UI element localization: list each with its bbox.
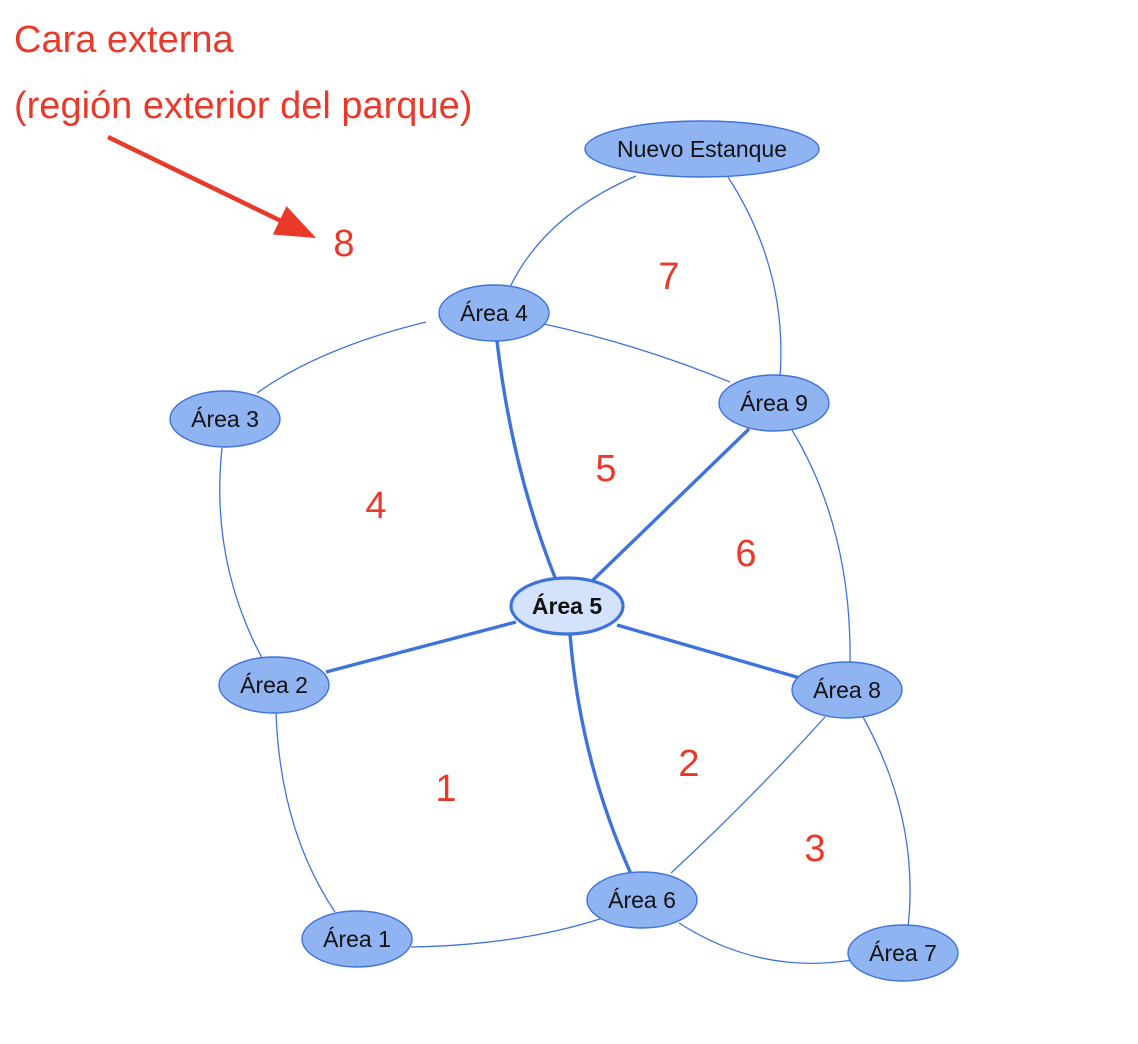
edge-area-4-area-9 [543,323,731,383]
edge-area-3-area-2 [219,447,263,659]
face-label-7: 7 [658,256,679,298]
edge-nuevo-estanque-area-9 [727,176,782,378]
edge-area-9-area-5 [591,427,751,582]
edge-area-9-area-8 [791,429,851,664]
edge-area-4-area-5 [495,340,558,581]
annotation-outer-face-subtitle: (región exterior del parque) [14,85,473,127]
edges-layer [219,175,911,965]
node-area-1[interactable]: Área 1 [301,910,413,968]
face-label-5: 5 [595,448,616,490]
node-area-2[interactable]: Área 2 [218,656,330,714]
node-label-area-7: Área 7 [869,940,937,966]
node-label-area-6: Área 6 [608,887,676,913]
annotation-outer-face-title: Cara externa [14,19,234,61]
node-label-area-4: Área 4 [460,300,528,326]
node-area-3[interactable]: Área 3 [169,390,281,448]
node-label-nuevo-estanque: Nuevo Estanque [617,136,787,162]
node-label-area-9: Área 9 [740,390,808,416]
node-label-area-3: Área 3 [191,406,259,432]
edge-area-5-area-6 [568,633,633,875]
edge-area-2-area-1 [275,711,336,913]
node-area-5[interactable]: Área 5 [509,576,625,636]
node-area-7[interactable]: Área 7 [847,924,959,982]
edge-area-6-area-7 [678,922,853,965]
node-label-area-1: Área 1 [323,926,391,952]
edge-area-2-area-5 [325,620,517,674]
edge-area-5-area-8 [616,623,801,680]
edge-area-1-area-6 [410,917,604,948]
node-nuevo-estanque[interactable]: Nuevo Estanque [584,120,820,178]
node-area-4[interactable]: Área 4 [438,284,550,342]
edge-area-8-area-6 [670,716,826,874]
face-label-4: 4 [365,485,386,527]
node-label-area-5: Área 5 [532,592,603,619]
face-label-1: 1 [435,768,456,810]
node-area-8[interactable]: Área 8 [791,661,903,719]
node-area-6[interactable]: Área 6 [586,871,698,929]
face-label-8: 8 [333,223,354,265]
edge-area-8-area-7 [862,716,911,928]
node-label-area-2: Área 2 [240,672,308,698]
nodes-layer: Nuevo Estanque Área 4 Área 3 Área 9 Área… [169,120,959,982]
annotation-arrow [107,134,317,239]
edge-nuevo-estanque-area-4 [509,175,637,288]
face-label-2: 2 [678,743,699,785]
node-area-9[interactable]: Área 9 [718,374,830,432]
face-label-6: 6 [735,533,756,575]
node-label-area-8: Área 8 [813,677,881,703]
edge-area-4-area-3 [256,321,427,394]
face-labels-layer: 1 2 3 4 5 6 7 8 [333,223,825,870]
face-label-3: 3 [804,828,825,870]
